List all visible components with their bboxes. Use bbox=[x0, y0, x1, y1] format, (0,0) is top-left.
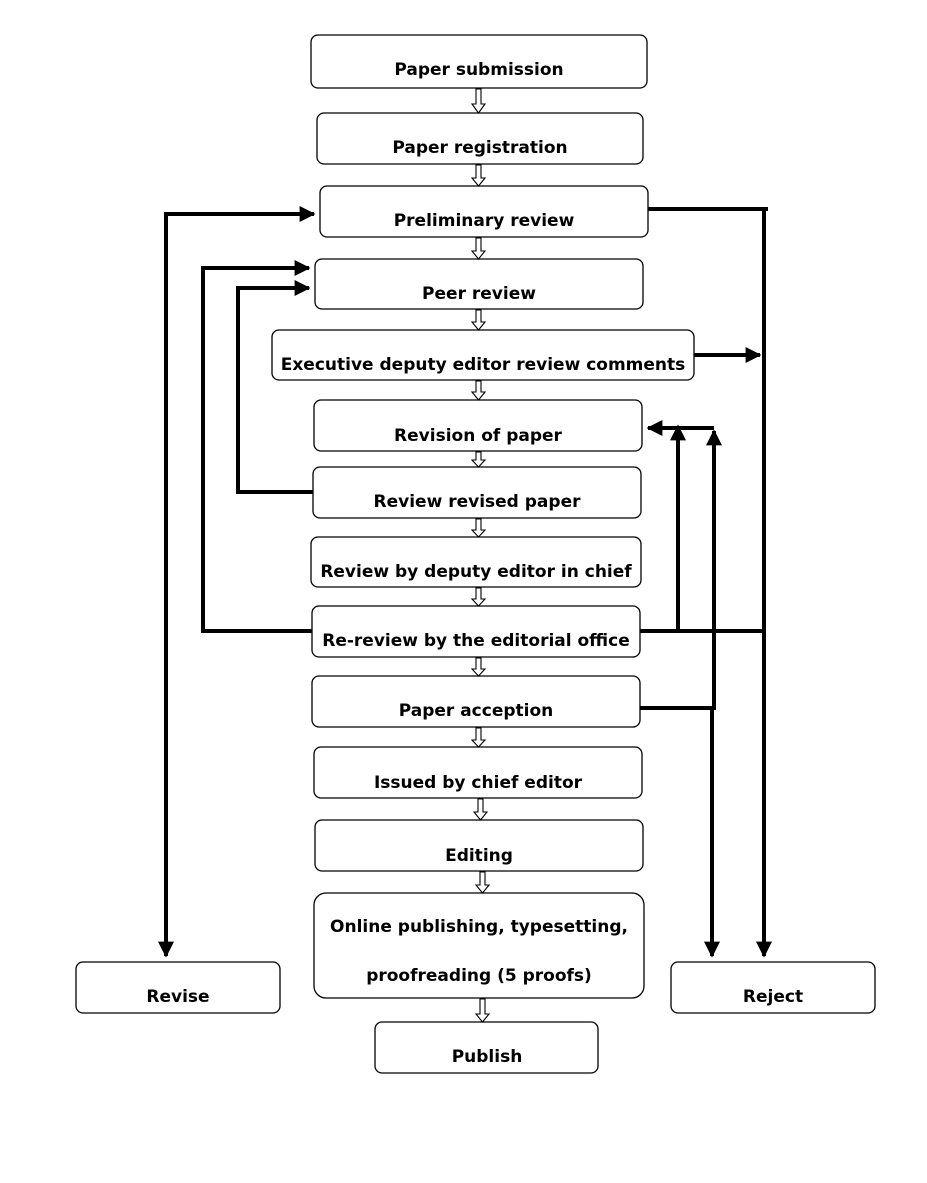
node-label: Paper submission bbox=[394, 60, 563, 80]
hollow-arrow-down bbox=[472, 798, 489, 821]
connector-re-review-to-peer bbox=[201, 260, 312, 633]
node-executive-deputy-editor: Executive deputy editor review comments bbox=[271, 329, 695, 381]
node-label: Review revised paper bbox=[374, 492, 582, 512]
hollow-arrow-down bbox=[470, 727, 487, 748]
hollow-arrow-down bbox=[470, 237, 487, 260]
node-label: Review by deputy editor in chief bbox=[320, 562, 632, 582]
hollow-arrow-down bbox=[470, 309, 487, 331]
connector-review-revised-to-peer bbox=[236, 280, 313, 494]
node-paper-registration: Paper registration bbox=[316, 112, 644, 165]
node-label-line2: proofreading (5 proofs) bbox=[366, 966, 592, 986]
node-label: Paper registration bbox=[392, 138, 567, 158]
node-label: Revision of paper bbox=[394, 426, 563, 446]
node-label: Issued by chief editor bbox=[374, 773, 583, 793]
hollow-arrow-down bbox=[470, 164, 487, 187]
node-label: Re-review by the editorial office bbox=[322, 631, 630, 651]
hollow-arrows bbox=[470, 88, 491, 1023]
node-label: Executive deputy editor review comments bbox=[281, 355, 686, 375]
node-paper-submission: Paper submission bbox=[310, 34, 648, 89]
node-label: Paper acception bbox=[399, 701, 554, 721]
hollow-arrow-down bbox=[470, 88, 487, 114]
node-re-review-editorial-office: Re-review by the editorial office bbox=[311, 605, 641, 658]
node-label: Preliminary review bbox=[394, 211, 575, 231]
hollow-arrow-down bbox=[470, 587, 487, 607]
node-online-publishing: Online publishing, typesetting, proofrea… bbox=[313, 892, 645, 999]
hollow-arrow-down bbox=[470, 380, 487, 401]
node-reject: Reject bbox=[670, 961, 876, 1014]
node-label: Revise bbox=[146, 987, 209, 1007]
hollow-arrow-down bbox=[470, 657, 487, 677]
node-peer-review: Peer review bbox=[314, 258, 644, 310]
node-label: Publish bbox=[452, 1047, 523, 1067]
node-label-line1: Online publishing, typesetting, bbox=[330, 917, 628, 937]
node-label: Editing bbox=[445, 846, 513, 866]
hollow-arrow-down bbox=[470, 451, 487, 468]
node-label: Peer review bbox=[422, 284, 536, 304]
node-deputy-editor-in-chief: Review by deputy editor in chief bbox=[310, 536, 642, 588]
node-publish: Publish bbox=[374, 1021, 599, 1074]
node-revision-of-paper: Revision of paper bbox=[313, 399, 643, 452]
hollow-arrow-down bbox=[474, 871, 491, 894]
node-issued-by-chief-editor: Issued by chief editor bbox=[313, 746, 643, 799]
node-review-revised-paper: Review revised paper bbox=[312, 466, 642, 519]
node-label: Reject bbox=[743, 987, 803, 1007]
hollow-arrow-down bbox=[470, 518, 487, 538]
hollow-arrow-down bbox=[474, 998, 491, 1023]
node-revise: Revise bbox=[75, 961, 281, 1014]
connectors bbox=[158, 206, 772, 958]
node-editing: Editing bbox=[314, 819, 644, 872]
node-preliminary-review: Preliminary review bbox=[319, 185, 649, 238]
node-paper-acception: Paper acception bbox=[311, 675, 641, 728]
